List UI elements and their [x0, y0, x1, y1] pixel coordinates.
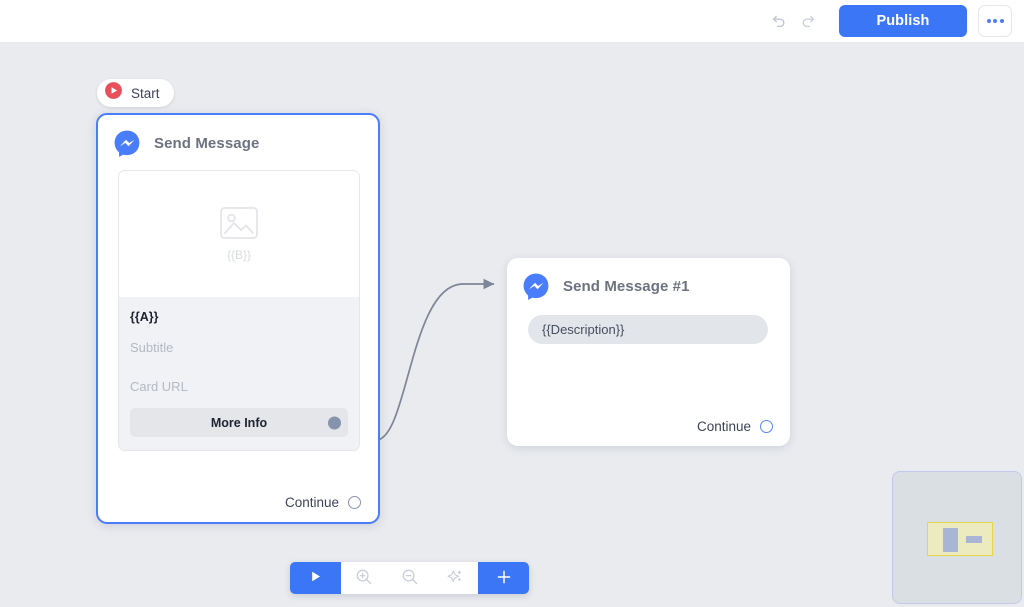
- more-info-label: More Info: [210, 415, 268, 430]
- publish-button[interactable]: Publish: [839, 5, 967, 37]
- continue-output-port[interactable]: [348, 496, 361, 509]
- node-title: Send Message #1: [563, 277, 690, 295]
- continue-output-port[interactable]: [760, 420, 773, 433]
- redo-icon: [800, 13, 817, 30]
- zoom-in-icon: [355, 568, 373, 589]
- start-label: Start: [131, 85, 160, 101]
- message-card[interactable]: {{B}} {{A}} Subtitle Card URL More Info: [118, 170, 360, 451]
- continue-output-row[interactable]: Continue: [285, 495, 361, 510]
- card-image-placeholder[interactable]: {{B}}: [119, 171, 359, 297]
- continue-output-row[interactable]: Continue: [697, 419, 773, 434]
- node-send-message-1[interactable]: Send Message #1 {{Description}} Continue: [507, 258, 790, 446]
- flow-canvas[interactable]: Start Send Message {: [0, 43, 1024, 607]
- node-send-message[interactable]: Send Message {{B}} {{A}} Subtitle Card U…: [96, 113, 380, 524]
- play-circle-icon: [104, 81, 123, 105]
- description-bubble[interactable]: {{Description}}: [528, 315, 768, 344]
- minimap-node-1: [943, 528, 958, 552]
- edge-more-info-to-send-message-1: [375, 278, 495, 441]
- play-icon: [308, 569, 323, 587]
- description-text: {{Description}}: [542, 322, 625, 337]
- messenger-icon: [522, 272, 550, 300]
- card-url: Card URL: [130, 379, 188, 394]
- continue-label: Continue: [696, 419, 751, 434]
- sparkle-icon: [446, 568, 464, 589]
- messenger-icon: [113, 129, 141, 157]
- continue-label: Continue: [284, 495, 339, 510]
- card-text-area: {{A}} Subtitle Card URL More Info: [119, 297, 359, 450]
- zoom-out-icon: [401, 568, 419, 589]
- zoom-out-button[interactable]: [386, 562, 433, 594]
- connector-edges: [375, 278, 495, 441]
- canvas-toolbar: [290, 562, 529, 594]
- card-title: {{A}}: [130, 310, 159, 324]
- card-subtitle: Subtitle: [130, 340, 174, 355]
- more-info-button[interactable]: More Info: [130, 408, 348, 437]
- card-image-label: {{B}}: [226, 247, 252, 262]
- zoom-in-button[interactable]: [340, 562, 387, 594]
- auto-layout-button[interactable]: [432, 562, 479, 594]
- undo-button[interactable]: [763, 6, 793, 36]
- minimap-viewport[interactable]: [927, 522, 993, 556]
- minimap[interactable]: [892, 471, 1022, 604]
- add-node-button[interactable]: [478, 562, 529, 594]
- plus-icon: [496, 569, 512, 588]
- node-header: Send Message: [98, 115, 378, 170]
- top-toolbar: Publish: [0, 0, 1024, 43]
- node-title: Send Message: [154, 134, 260, 152]
- more-options-button[interactable]: [978, 5, 1012, 37]
- run-button[interactable]: [290, 562, 341, 594]
- more-info-output-port[interactable]: [328, 416, 341, 429]
- redo-button[interactable]: [793, 6, 823, 36]
- image-placeholder-icon: [220, 206, 258, 244]
- node-header: Send Message #1: [507, 258, 790, 313]
- minimap-node-2: [966, 536, 982, 543]
- undo-icon: [770, 13, 787, 30]
- ellipsis-icon: [986, 19, 1004, 23]
- start-node[interactable]: Start: [97, 79, 174, 107]
